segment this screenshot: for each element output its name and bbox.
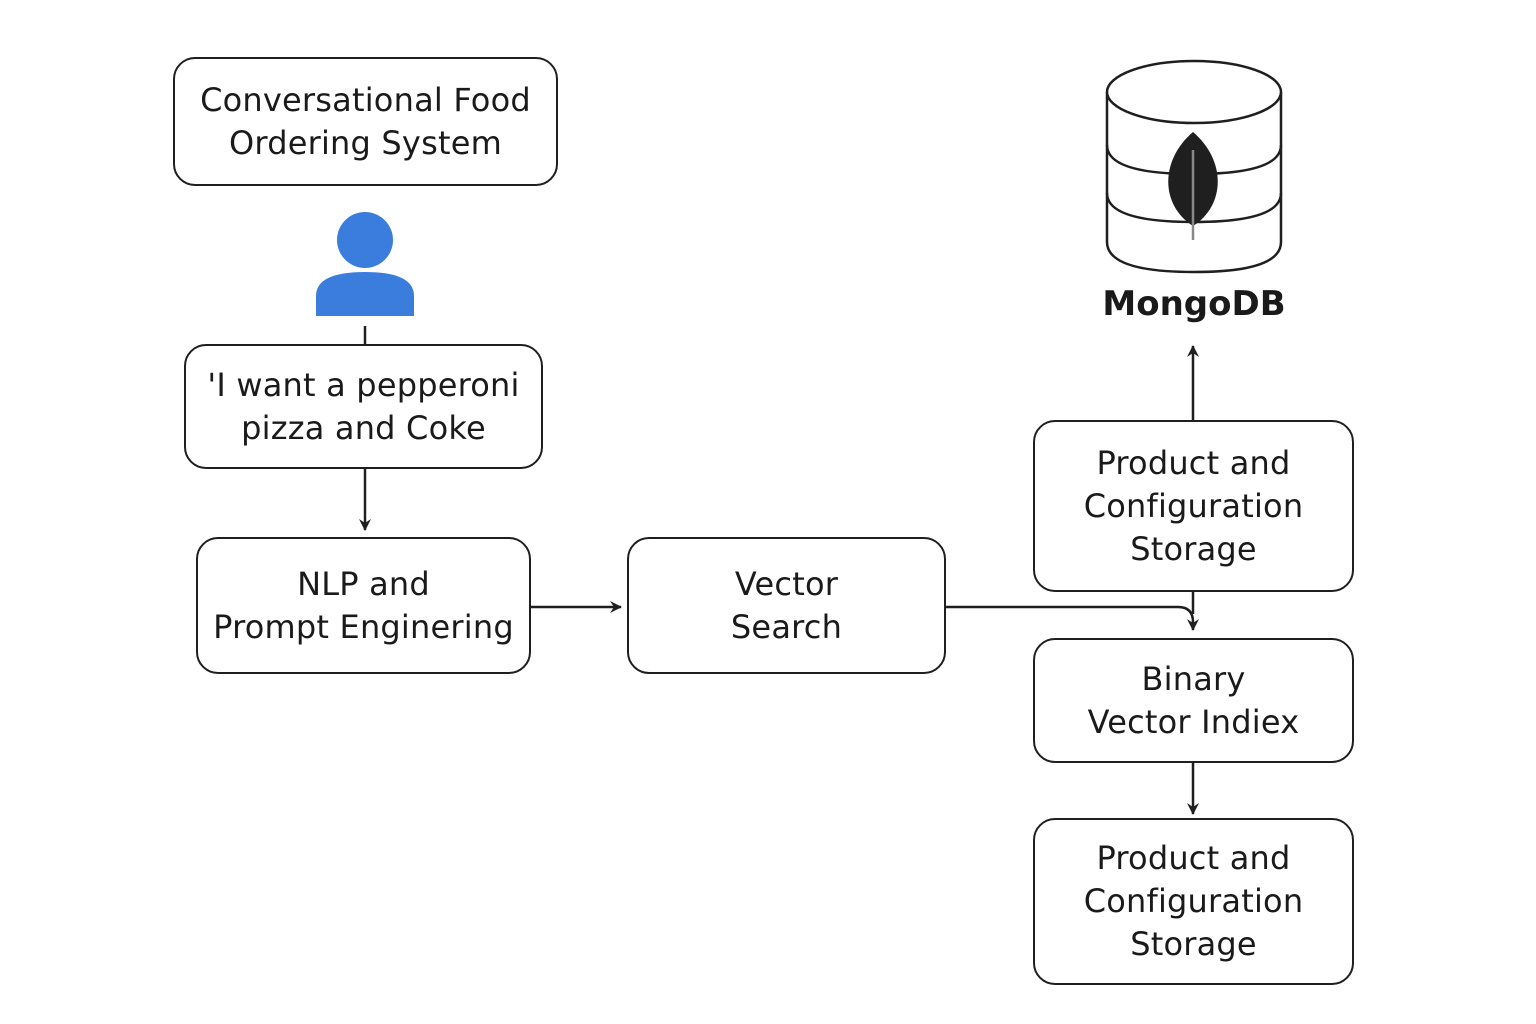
vector-search-label: Vector Search xyxy=(730,564,843,646)
mongodb-label: MongoDB xyxy=(1102,284,1286,324)
user-query-label: 'I want a pepperoni pizza and Coke xyxy=(207,365,520,447)
vector-search-box: Vector Search xyxy=(627,537,946,674)
storage-bottom-box: Product and Configuration Storage xyxy=(1033,818,1354,985)
binary-index-box: Binary Vector Indiex xyxy=(1033,638,1354,763)
user-query-box: 'I want a pepperoni pizza and Coke xyxy=(184,344,543,469)
title-box-label: Conversational Food Ordering System xyxy=(200,80,531,162)
storage-top-box: Product and Configuration Storage xyxy=(1033,420,1354,592)
nlp-box: NLP and Prompt Enginering xyxy=(196,537,531,674)
user-icon xyxy=(316,212,414,316)
nlp-label: NLP and Prompt Enginering xyxy=(213,564,514,646)
title-box: Conversational Food Ordering System xyxy=(173,57,558,186)
mongodb-leaf-icon xyxy=(1168,132,1218,240)
storage-top-label: Product and Configuration Storage xyxy=(1083,443,1304,568)
binary-index-label: Binary Vector Indiex xyxy=(1087,659,1300,741)
arrow-vector-search-to-binary-index xyxy=(946,605,1199,631)
storage-bottom-label: Product and Configuration Storage xyxy=(1083,839,1304,963)
